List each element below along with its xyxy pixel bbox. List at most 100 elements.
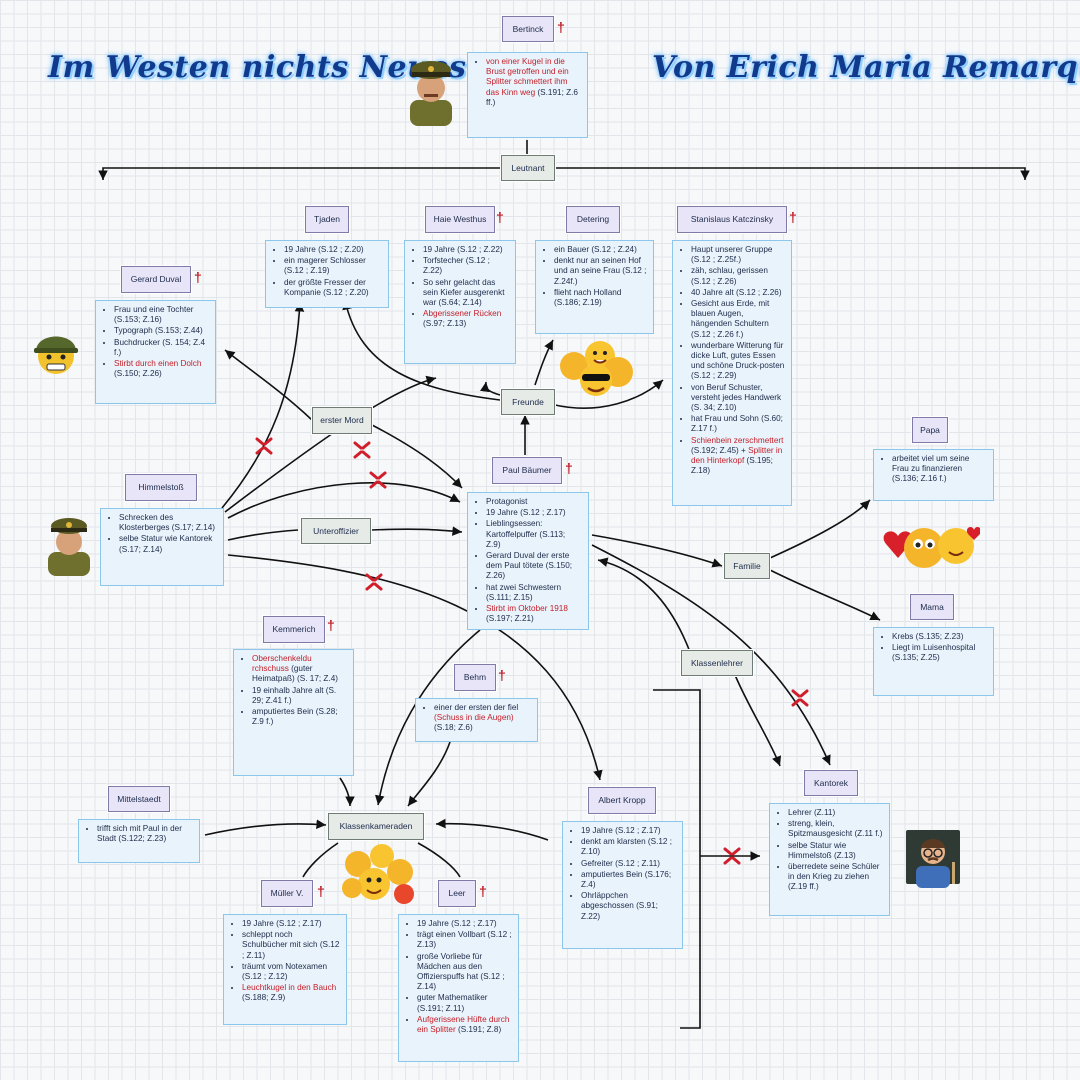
node-mama-label: Mama [910,594,954,620]
fact-item: überredete seine Schüler in den Krieg zu… [788,862,883,893]
conflict-burst-icon [369,471,387,489]
fact-item: amputiertes Bein (S.28; Z.9 f.) [252,707,347,727]
fact-item: Frau und eine Tochter (S.153; Z.16) [114,305,209,325]
node-tjaden-label: Tjaden [305,206,349,233]
node-erster-mord-label: erster Mord [312,407,372,434]
fact-item: ein magerer Schlosser (S.12 ; Z.19) [284,256,382,276]
fact-item: 19 Jahre (S.12 ; Z.17) [417,919,512,929]
fact-item: Haupt unserer Gruppe (S.12 ; Z.25f.) [691,245,785,265]
fact-item: 19 Jahre (S.12 ; Z.17) [581,826,676,836]
fact-item: Ohrläppchen abgeschossen (S.91; Z.22) [581,891,676,922]
fact-item: Stirbt im Oktober 1918 (S.197; Z.21) [486,604,582,624]
node-leer-label: Leer [438,880,476,907]
fact-item: amputiertes Bein (S.176; Z.4) [581,870,676,890]
death-cross-icon: † [496,209,504,225]
node-haie-label: Haie Westhus [425,206,495,233]
death-cross-icon: † [194,269,202,285]
fact-item: guter Mathematiker (S.191; Z.11) [417,993,512,1013]
fact-item: selbe Statur wie Himmelstoß (Z.13) [788,841,883,861]
node-duval-info: Frau und eine Tochter (S.153; Z.16) Typo… [95,300,216,404]
fact-item: von Beruf Schuster, versteht jedes Handw… [691,383,785,414]
node-leer-info: 19 Jahre (S.12 ; Z.17) trägt einen Vollb… [398,914,519,1062]
fact-item: Schienbein zerschmettert (S.192; Z.45) +… [691,436,785,477]
soldier-helmet-icon [30,324,82,378]
node-mittelstaedt-info: trifft sich mit Paul in der Stadt (S.122… [78,819,200,863]
node-kropp-label: Albert Kropp [588,787,656,814]
fact-item: denkt am klarsten (S.12 ; Z.10) [581,837,676,857]
fact-item: trägt einen Vollbart (S.12 ; Z.13) [417,930,512,950]
death-cross-icon: † [498,667,506,683]
node-paul-label: Paul Bäumer [492,457,562,484]
fact-item: Abgerissener Rücken (S.97; Z.13) [423,309,509,329]
node-paul-info: Protagonist 19 Jahre (S.12 ; Z.17) Liebl… [467,492,589,630]
node-kropp-info: 19 Jahre (S.12 ; Z.17) denkt am klarsten… [562,821,683,949]
fact-item: So sehr gelacht das sein Kiefer ausgeren… [423,278,509,309]
fact-item: Typograph (S.153; Z.44) [114,326,209,336]
node-papa-label: Papa [912,417,948,443]
fact-item: Torfstecher (S.12 ; Z.22) [423,256,509,276]
conflict-burst-icon [791,689,809,707]
node-papa-info: arbeitet viel um seine Frau zu finanzier… [873,449,994,501]
fact-item: 40 Jahre alt (S.12 ; Z.26) [691,288,785,298]
node-behm-info: einer der ersten der fiel (Schuss in die… [415,698,538,742]
node-himmelstoss-label: Himmelstoß [125,474,197,501]
title-left: Im Westen nichts Neues [48,50,467,85]
node-mueller-info: 19 Jahre (S.12 ; Z.17) schleppt noch Sch… [223,914,347,1025]
fact-item: Buchdrucker (S. 154; Z.4 f.) [114,338,209,358]
conflict-burst-icon [365,573,383,591]
fact-item: ein Bauer (S.12 ; Z.24) [554,245,647,255]
fact-item: Stirbt durch einen Dolch (S.150; Z.26) [114,359,209,379]
node-leutnant-label: Leutnant [501,155,555,181]
fact-item: Gefreiter (S.12 ; Z.11) [581,859,676,869]
officer-avatar-icon-2 [44,514,94,576]
node-bertinck-info: von einer Kugel in die Brust getroffen u… [467,52,588,138]
fact-item: 19 Jahre (S.12 ; Z.22) [423,245,509,255]
fact-item: der größte Fresser der Kompanie (S.12 ; … [284,278,382,298]
fact-item: Krebs (S.135; Z.23) [892,632,987,642]
friends-emoji-group-icon [558,338,638,398]
node-kantorek-info: Lehrer (Z.11) streng, klein, Spitzmausge… [769,803,890,916]
fact-item: einer der ersten der fiel (Schuss in die… [434,703,531,734]
node-bertinck-label: Bertinck [502,16,554,42]
conflict-burst-icon [353,441,371,459]
fact-item: schleppt noch Schulbücher mit sich (S.12… [242,930,340,961]
node-detering-label: Detering [566,206,620,233]
node-himmelstoss-info: Schrecken des Klosterberges (S.17; Z.14)… [100,508,224,586]
fact-item: denkt nur an seinen Hof und an seine Fra… [554,256,647,287]
node-detering-info: ein Bauer (S.12 ; Z.24) denkt nur an sei… [535,240,654,334]
fact-item: flieht nach Holland (S.186; Z.19) [554,288,647,308]
fact-item: 19 einhalb Jahre alt (S. 29; Z.41 f.) [252,686,347,706]
death-cross-icon: † [557,19,565,35]
death-cross-icon: † [327,617,335,633]
node-kemmerich-info: Oberschenkeldu rchschuss (guter Heimatpa… [233,649,354,776]
fact-item: hat Frau und Sohn (S.60; Z.17 f.) [691,414,785,434]
fact-item: hat zwei Schwestern (S.111; Z.15) [486,583,582,603]
node-kantorek-label: Kantorek [804,770,858,796]
node-mittelstaedt-label: Mittelstaedt [108,786,170,812]
node-mueller-label: Müller V. [261,880,313,907]
fact-item: Schrecken des Klosterberges (S.17; Z.14) [119,513,217,533]
node-klassenkameraden-label: Klassenkameraden [328,813,424,840]
death-cross-icon: † [789,209,797,225]
fact-item: Oberschenkeldu rchschuss (guter Heimatpa… [252,654,347,685]
fact-item: Liegt im Luisenhospital (S.135; Z.25) [892,643,987,663]
conflict-burst-icon [255,437,273,455]
fact-item: Protagonist [486,497,582,507]
fact-item: Lieblingsessen: Kartoffelpuffer (S.113; … [486,519,582,550]
fact-item: 19 Jahre (S.12 ; Z.17) [242,919,340,929]
node-tjaden-info: 19 Jahre (S.12 ; Z.20) ein magerer Schlo… [265,240,389,308]
fact-item: Aufgerissene Hüfte durch ein Splitter (S… [417,1015,512,1035]
title-right: Von Erich Maria Remarque [652,50,1080,85]
node-kat-label: Stanislaus Katczinsky [677,206,787,233]
death-cross-icon: † [479,883,487,899]
fact-item: wunderbare Witterung für dicke Luft, gut… [691,341,785,382]
conflict-burst-icon [723,847,741,865]
fact-item: 19 Jahre (S.12 ; Z.17) [486,508,582,518]
love-emoji-group-icon [876,522,982,574]
fact-item: von einer Kugel in die Brust getroffen u… [486,57,581,108]
node-duval-label: Gerard Duval [121,266,191,293]
classmates-emoji-group-icon [338,842,418,908]
node-unteroffizier-label: Unteroffizier [301,518,371,544]
fact-item: trifft sich mit Paul in der Stadt (S.122… [97,824,193,844]
node-behm-label: Behm [454,664,496,691]
